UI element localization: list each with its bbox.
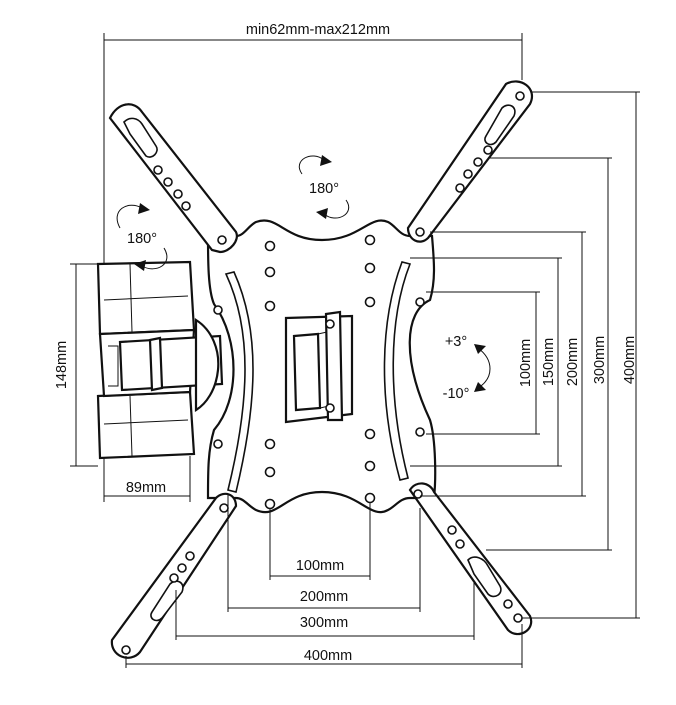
arm-height-dimension: 148mm (54, 263, 98, 467)
v-dim-100: 100mm (518, 339, 534, 387)
top-range-dimension: min62mm-max212mm (103, 22, 523, 270)
tilt-down-label: -10° (443, 386, 470, 402)
h-dim-200: 200mm (300, 589, 348, 605)
v-dim-200: 200mm (565, 338, 581, 386)
rotate-top-label: 180° (309, 181, 339, 197)
horizontal-dimensions: 100mm 200mm 300mm 400mm (125, 494, 523, 668)
arm-depth-dimension: 89mm (103, 456, 191, 502)
top-range-label: min62mm-max212mm (246, 22, 390, 38)
h-dim-100: 100mm (296, 558, 344, 574)
rotate-left-label: 180° (127, 231, 157, 247)
v-dim-300: 300mm (592, 336, 608, 384)
v-dim-150: 150mm (541, 338, 557, 386)
bracket-arm-bottom-right (408, 482, 533, 636)
v-dim-400: 400mm (622, 336, 638, 384)
arm-depth-label: 89mm (126, 480, 166, 496)
wall-arm-assembly (96, 260, 224, 460)
bracket-arm-top-right (406, 80, 533, 243)
rotate-left-symbol: 180° (116, 203, 168, 271)
h-dim-400: 400mm (304, 648, 352, 664)
tilt-symbol: +3° -10° (443, 334, 491, 402)
bracket-arm-bottom-left (110, 492, 238, 659)
bracket-arm-top-left (108, 103, 238, 254)
tilt-up-label: +3° (445, 334, 467, 350)
vertical-dimensions: 100mm 150mm 200mm 300mm 400mm (410, 91, 640, 619)
rotate-top-symbol: 180° (299, 155, 349, 219)
center-plate (206, 219, 437, 514)
h-dim-300: 300mm (300, 615, 348, 631)
arm-height-label: 148mm (54, 341, 70, 389)
